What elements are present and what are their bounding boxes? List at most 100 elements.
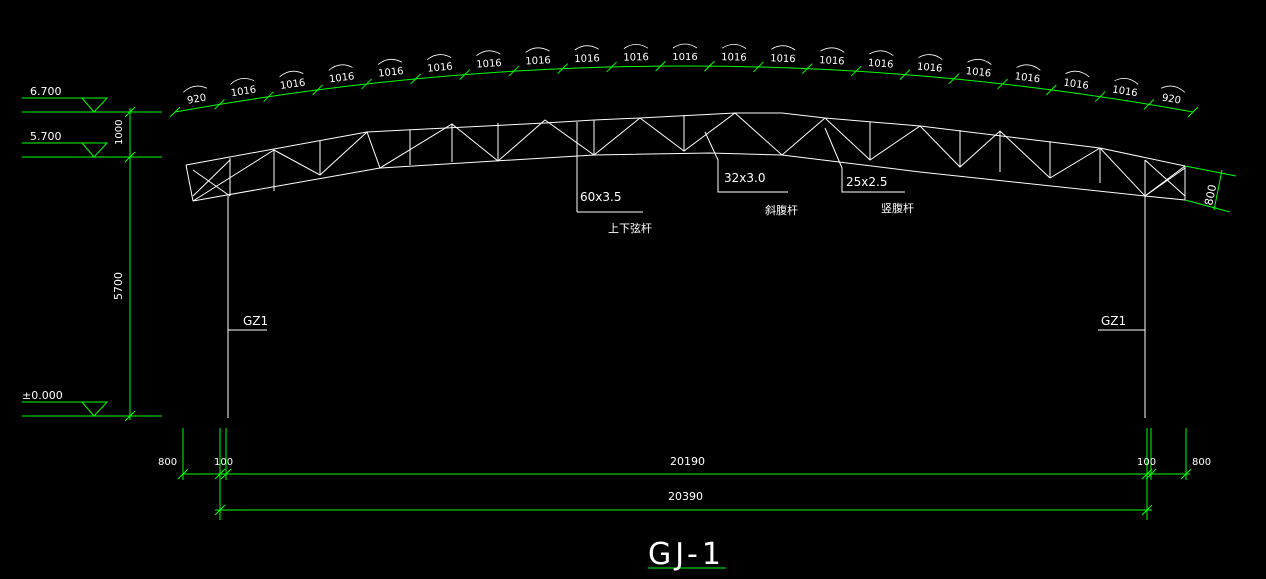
arc-segment-label: 1016 — [427, 62, 453, 75]
arc-length-symbol — [721, 44, 747, 49]
arc-segment-label: 1016 — [965, 66, 991, 80]
arc-tick — [948, 73, 960, 85]
member-labels: 60x3.5 上下弦杆 32x3.0 斜腹杆 25x2.5 竖腹杆 — [580, 171, 914, 235]
arc-segment-label: 1016 — [1111, 85, 1138, 100]
arc-tick — [850, 65, 862, 77]
arc-tick — [214, 98, 225, 110]
arc-length-symbol — [672, 43, 698, 49]
level-triangle-5700 — [81, 142, 109, 158]
arc-segment-label: 1016 — [672, 52, 697, 63]
truss-left-end — [185, 164, 194, 202]
arc-length-symbol — [183, 85, 208, 93]
arc-length-symbol — [1114, 77, 1139, 85]
arc-tick — [508, 65, 520, 77]
member-leader-lines — [228, 122, 1145, 331]
diagonal-name-label: 斜腹杆 — [765, 203, 798, 217]
dim-truss-height: 1000 — [114, 120, 125, 145]
truss-web-verticals — [229, 115, 1146, 196]
arc-tick — [410, 73, 422, 85]
arc-length-symbol — [918, 54, 943, 61]
arc-segment-label: 1016 — [868, 58, 894, 71]
arc-tick — [899, 69, 911, 80]
level-triangle-6700 — [81, 97, 109, 113]
arc-segment-label: 1016 — [770, 53, 796, 65]
arc-tick — [704, 60, 715, 72]
arc-tick — [312, 84, 323, 96]
arc-length-symbol — [377, 58, 403, 65]
arc-segment-label: 1016 — [1014, 71, 1041, 85]
arc-tick — [753, 61, 764, 73]
arc-tick — [169, 106, 181, 118]
arc-segment-label: 1016 — [721, 52, 747, 63]
vertical-dim-labels: 1000 5700 800 — [112, 120, 1219, 300]
level-labels: 6.700 5.700 ±0.000 — [22, 85, 63, 402]
arc-segment-label: 1016 — [329, 71, 356, 85]
arc-length-symbol — [328, 64, 353, 71]
arc-segment-ticks — [169, 60, 1199, 118]
arc-length-symbol — [230, 77, 255, 85]
left-column-label: GZ1 — [243, 314, 268, 328]
arc-length-symbol — [967, 58, 992, 65]
right-column-label: GZ1 — [1101, 314, 1126, 328]
arc-tick — [557, 63, 569, 75]
dim-right-inner: 100 — [1137, 457, 1156, 468]
arc-length-symbol — [525, 47, 550, 53]
arc-tick — [1045, 84, 1057, 96]
arc-segment-label: 1016 — [916, 62, 942, 75]
arc-length-symbol — [869, 50, 894, 56]
arc-tick — [1187, 106, 1199, 118]
drawing-title: GJ-1 — [648, 537, 725, 572]
dim-left-inner: 100 — [214, 457, 233, 468]
chord-size-label: 60x3.5 — [580, 190, 621, 204]
arc-length-symbol — [574, 45, 599, 51]
arc-segment-labels: 920 1016 1016 1016 1016 1016 1016 1016 1016 1016 1… — [183, 43, 1186, 107]
level-label-0: ±0.000 — [22, 389, 63, 402]
arc-segment-label: 1016 — [279, 78, 306, 92]
arc-length-symbol — [279, 70, 304, 78]
dim-total: 20390 — [668, 490, 703, 503]
arc-segment-label: 1016 — [230, 85, 257, 100]
arc-segment-label: 1016 — [1063, 78, 1090, 92]
level-triangle-0 — [81, 401, 109, 417]
arc-segment-label: 1016 — [819, 55, 845, 67]
truss-end-bracing — [192, 159, 1186, 197]
level-label-6700: 6.700 — [30, 85, 62, 98]
dim-right-outer: 800 — [1192, 457, 1211, 468]
arc-tick — [1143, 98, 1155, 110]
vertical-name-label: 竖腹杆 — [881, 201, 914, 215]
arc-length-symbol — [1016, 64, 1041, 71]
truss-web-diagonals — [192, 112, 1186, 202]
arc-length-symbol — [623, 44, 649, 49]
chord-name-label: 上下弦杆 — [608, 221, 652, 235]
vertical-size-label: 25x2.5 — [846, 175, 887, 189]
arc-segment-label: 1016 — [525, 55, 551, 67]
level-label-5700: 5.700 — [30, 130, 62, 143]
horizontal-dim-labels: 800 100 20190 100 800 20390 — [158, 455, 1211, 503]
arc-length-symbol — [1160, 85, 1186, 93]
dim-column-height: 5700 — [112, 272, 125, 300]
arc-length-symbol — [1065, 70, 1090, 78]
arc-tick — [606, 61, 617, 73]
arc-tick — [361, 78, 373, 90]
arc-length-symbol — [426, 54, 452, 61]
arc-length-symbol — [771, 45, 796, 51]
dimension-lines — [22, 65, 1237, 569]
arc-segment-label: 920 — [186, 93, 207, 107]
arc-segment-label: 1016 — [574, 53, 600, 65]
arc-tick — [263, 91, 274, 103]
truss-top-chord — [185, 112, 1186, 167]
dim-truss-depth: 800 — [1202, 183, 1219, 206]
arc-tick — [655, 60, 666, 72]
arc-tick — [1094, 91, 1106, 103]
roof-arc-dimension — [174, 65, 1194, 113]
arc-segment-label: 1016 — [623, 52, 649, 63]
arc-tick — [801, 63, 813, 75]
diagonal-size-label: 32x3.0 — [724, 171, 765, 185]
arc-tick — [459, 69, 471, 80]
dim-span: 20190 — [670, 455, 705, 468]
arc-tick — [997, 78, 1008, 90]
truss-depth-dim — [1184, 165, 1237, 177]
arc-segment-label: 1016 — [476, 58, 502, 71]
